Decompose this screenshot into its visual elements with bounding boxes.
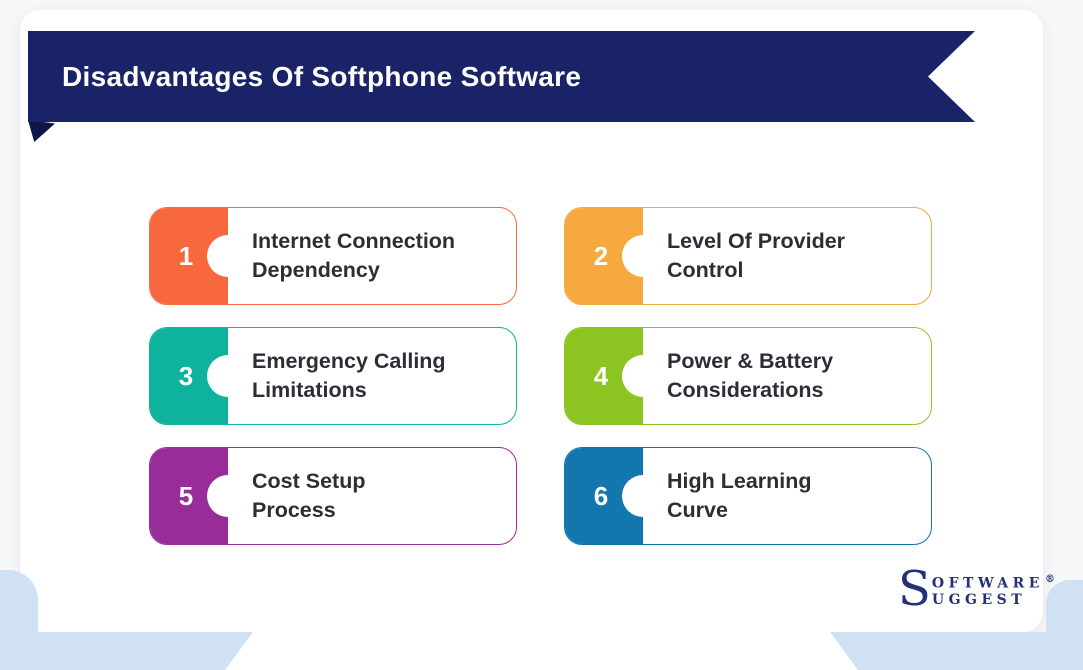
bottom-left-decoration xyxy=(0,570,38,670)
card-level-of-provider-control: 2 Level Of Provider Control xyxy=(564,207,932,305)
disadvantages-grid: 1 Internet Connection Dependency 2 Level… xyxy=(149,207,932,545)
card-number-badge: 1 xyxy=(150,208,228,304)
registered-trademark-icon: ® xyxy=(1044,573,1055,585)
card-label-line2: Considerations xyxy=(667,378,824,402)
card-power-battery-considerations: 4 Power & Battery Considerations xyxy=(564,327,932,425)
card-label-line1: Level Of Provider xyxy=(667,229,846,253)
card-label-line1: Cost Setup xyxy=(252,469,366,493)
card-label-line1: High Learning xyxy=(667,469,812,493)
card-label: Emergency Calling Limitations xyxy=(228,328,516,424)
card-number-badge: 3 xyxy=(150,328,228,424)
title-ribbon: Disadvantages Of Softphone Software xyxy=(28,31,975,122)
softwaresuggest-logo: S OFTWARE® UGGEST xyxy=(898,561,1055,617)
logo-wordmark: OFTWARE® UGGEST xyxy=(932,569,1055,610)
card-number-badge: 6 xyxy=(565,448,643,544)
card-label-line2: Control xyxy=(667,258,744,282)
card-label: Cost Setup Process xyxy=(228,448,516,544)
card-number-badge: 4 xyxy=(565,328,643,424)
bottom-right-decoration xyxy=(1046,580,1083,670)
card-label: Level Of Provider Control xyxy=(643,208,931,304)
card-internet-connection-dependency: 1 Internet Connection Dependency xyxy=(149,207,517,305)
logo-word1: OFTWARE xyxy=(931,575,1044,592)
bottom-center-decoration xyxy=(225,632,858,670)
card-label-line2: Process xyxy=(252,498,336,522)
card-high-learning-curve: 6 High Learning Curve xyxy=(564,447,932,545)
logo-big-s: S xyxy=(898,561,931,617)
card-label-line1: Emergency Calling xyxy=(252,349,446,373)
card-label: High Learning Curve xyxy=(643,448,931,544)
page-title: Disadvantages Of Softphone Software xyxy=(62,60,582,92)
card-label-line2: Curve xyxy=(667,498,728,522)
card-label: Power & Battery Considerations xyxy=(643,328,931,424)
card-number-badge: 5 xyxy=(150,448,228,544)
card-label-line1: Internet Connection xyxy=(252,229,456,253)
card-cost-setup-process: 5 Cost Setup Process xyxy=(149,447,517,545)
card-label-line2: Limitations xyxy=(252,378,367,402)
logo-line-uggest: UGGEST xyxy=(931,592,1027,609)
logo-line-oftware: OFTWARE® xyxy=(932,571,1055,593)
card-label: Internet Connection Dependency xyxy=(228,208,516,304)
card-number-badge: 2 xyxy=(565,208,643,304)
card-label-line1: Power & Battery xyxy=(667,349,834,373)
card-label-line2: Dependency xyxy=(252,258,380,282)
card-emergency-calling-limitations: 3 Emergency Calling Limitations xyxy=(149,327,517,425)
